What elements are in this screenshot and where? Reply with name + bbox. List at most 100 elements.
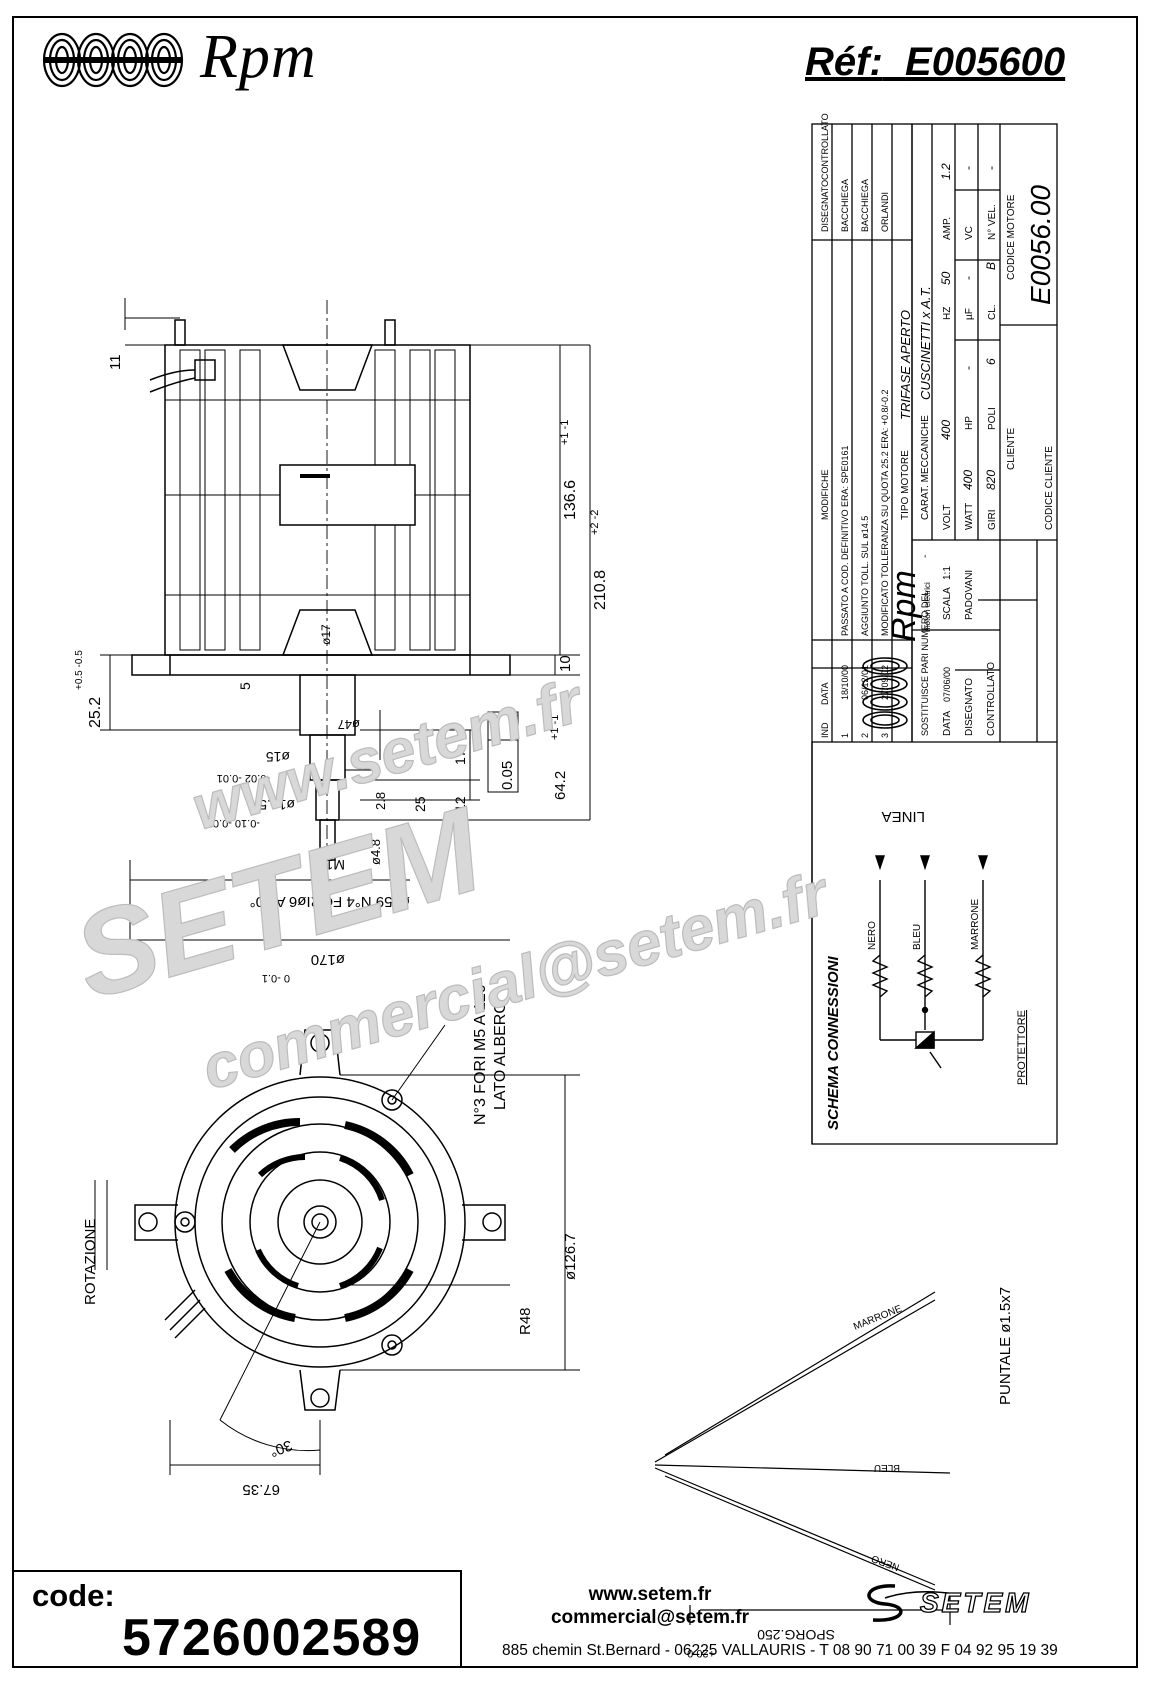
hp-value: - bbox=[961, 366, 975, 370]
dim-1267: ø126.7 bbox=[562, 1233, 579, 1280]
dim-12: 12 bbox=[452, 796, 468, 812]
ref-value: E005600 bbox=[905, 40, 1066, 84]
dim-15-tol: -0.02 -0.01 bbox=[217, 772, 270, 784]
data-value: 07/06/00 bbox=[942, 667, 952, 702]
dim-10: 10 bbox=[557, 655, 574, 672]
dim-210-tol: +2 -2 bbox=[589, 510, 601, 535]
watermark: www.setem.fr SETEM commercial@setem.fr bbox=[60, 665, 839, 1104]
dim-005: 0.05 bbox=[499, 761, 516, 790]
rev-1-text: PASSATO A COD. DEFINITIVO ERA: SPE0161 bbox=[840, 445, 850, 636]
rev-header-text: MODIFICHE bbox=[820, 470, 830, 521]
dim-15: ø15 bbox=[266, 749, 290, 765]
dim-28: 2.8 bbox=[373, 792, 388, 810]
disegnato-label: DISEGNATO bbox=[964, 678, 975, 736]
dim-lato: LATO ALBERO bbox=[492, 1001, 509, 1110]
title-block-text: IND DATA MODIFICHE DISEGNATO CONTROLLATO… bbox=[820, 113, 1056, 738]
protettore-label: PROTETTORE bbox=[1016, 1010, 1028, 1085]
schema-title: SCHEMA CONNESSIONI bbox=[825, 956, 842, 1130]
nvel-label: N° VEL. bbox=[987, 204, 998, 240]
dim-145-tol: -0.10 -0.05 bbox=[207, 817, 260, 829]
rotazione-label: ROTAZIONE bbox=[82, 1219, 99, 1305]
dim-17v: 17 bbox=[452, 749, 468, 765]
scala-label: SCALA bbox=[942, 587, 953, 620]
poli-label: POLI bbox=[987, 407, 998, 430]
tipo-motore-value: TRIFASE APERTO bbox=[898, 310, 913, 420]
cl-label: CL. bbox=[987, 304, 998, 320]
dim-11: 11 bbox=[107, 354, 124, 370]
nvel-value: - bbox=[984, 166, 998, 170]
brand-logo-text: Rpm bbox=[200, 23, 317, 91]
dim-210: 210.8 bbox=[592, 570, 609, 610]
cl-value: B bbox=[984, 262, 998, 270]
carat-label: CARAT. MECCANICHE bbox=[920, 415, 931, 520]
rev-header-num: IND bbox=[820, 722, 830, 738]
lead-wires bbox=[654, 1291, 951, 1625]
linea-label: LINEA bbox=[882, 808, 925, 825]
giri-value: 820 bbox=[984, 470, 998, 490]
hz-value: 50 bbox=[939, 271, 953, 285]
watt-value: 400 bbox=[961, 470, 975, 490]
rev-1-date: 18/10/00 bbox=[840, 665, 850, 700]
rev-3-text: MODIFICATO TOLLERANZA SU QUOTA 25.2 ERA:… bbox=[880, 390, 890, 637]
side-view-dim-text: 11 136.6 +1 -1 210.8 +2 -2 10 5 25.2 +0.… bbox=[74, 354, 609, 984]
dim-17: ø17 bbox=[319, 624, 333, 645]
footer-email[interactable]: commercial@setem.fr bbox=[550, 1607, 750, 1628]
amp-value: 1.2 bbox=[939, 163, 953, 180]
disegnato-value: PADOVANI bbox=[964, 570, 975, 620]
dim-159: ø159 N°4 FORIø6 A 90° bbox=[250, 893, 410, 910]
dim-m12: M12 bbox=[318, 857, 345, 873]
title-block bbox=[811, 123, 1058, 1145]
connection-schema-text: SCHEMA CONNESSIONI LINEA NERO BLEU MARRO… bbox=[825, 808, 1028, 1130]
dim-r48: R48 bbox=[517, 1307, 534, 1335]
rev-1-drawn: BACCHIEGA bbox=[840, 179, 850, 232]
dim-sporg: SPORG.250 bbox=[757, 1627, 835, 1643]
drawing-frame bbox=[12, 16, 1138, 1668]
dim-angle: 30° bbox=[267, 1436, 294, 1460]
dim-6735: 67.35 bbox=[242, 1481, 280, 1498]
dim-puntale: PUNTALE ø1.5x7 bbox=[997, 1287, 1014, 1405]
dim-fori: N°3 FORI M5 A 120° bbox=[472, 978, 489, 1125]
rev-3-drawn: ORLANDI bbox=[880, 192, 890, 232]
rev-2-date: 06/12/01 bbox=[860, 665, 870, 700]
connection-schema bbox=[871, 855, 992, 1069]
poli-value: 6 bbox=[984, 358, 998, 365]
rev-2-num: 2 bbox=[860, 733, 870, 738]
motor-front-view bbox=[134, 1029, 506, 1411]
tipo-motore-label: TIPO MOTORE bbox=[900, 450, 911, 520]
vc-label: VC bbox=[964, 226, 975, 240]
front-view-dim-text: N°3 FORI M5 A 120° LATO ALBERO ø126.7 R4… bbox=[82, 978, 579, 1498]
lead-bleu: BLEU bbox=[874, 1462, 900, 1473]
rev-header-date: DATA bbox=[820, 682, 830, 705]
wire-marrone: MARRONE bbox=[970, 899, 981, 950]
setem-logo: SETEM bbox=[867, 1584, 1029, 1622]
footer-address: 885 chemin St.Bernard - 06225 VALLAURIS … bbox=[502, 1642, 1058, 1659]
code-label: code: bbox=[32, 1578, 115, 1613]
wire-nero: NERO bbox=[867, 921, 878, 950]
uf-label: µF bbox=[964, 308, 975, 320]
footer-website[interactable]: www.setem.fr bbox=[588, 1584, 712, 1605]
dim-25: 25.2 bbox=[87, 697, 104, 728]
dim-64: 64.2 bbox=[552, 771, 569, 800]
front-view-dimensions bbox=[94, 1024, 580, 1475]
dim-145: ø14.5 bbox=[259, 797, 295, 813]
code-box: code: 5726002589 bbox=[12, 1570, 462, 1668]
lead-marrone: MARRONE bbox=[852, 1303, 904, 1332]
code-number: 5726002589 bbox=[122, 1609, 422, 1667]
wire-bleu: BLEU bbox=[912, 924, 923, 950]
rpm-logo-coils bbox=[42, 32, 184, 88]
title-block-brand-sub: motori elettrici bbox=[923, 582, 932, 632]
rev-2-text: AGGIUNTO TOLL. SUL ø14.5 bbox=[860, 516, 870, 636]
controllato-label: CONTROLLATO bbox=[986, 662, 997, 736]
codice-motore-label: CODICE MOTORE bbox=[1006, 194, 1017, 280]
dim-25v: 25 bbox=[412, 796, 428, 812]
codice-cliente-label: CODICE CLIENTE bbox=[1044, 446, 1055, 530]
cliente-label: CLIENTE bbox=[1006, 427, 1017, 470]
rev-3-date: 27/09/02 bbox=[880, 665, 890, 700]
reference-label: Réf: E005600 bbox=[805, 40, 1065, 85]
carat-value: CUSCINETTI x A.T. bbox=[918, 286, 933, 400]
motor-side-view bbox=[131, 300, 511, 870]
volt-value: 400 bbox=[939, 420, 953, 440]
dim-5: 5 bbox=[237, 682, 253, 690]
uf-value: - bbox=[961, 276, 975, 280]
